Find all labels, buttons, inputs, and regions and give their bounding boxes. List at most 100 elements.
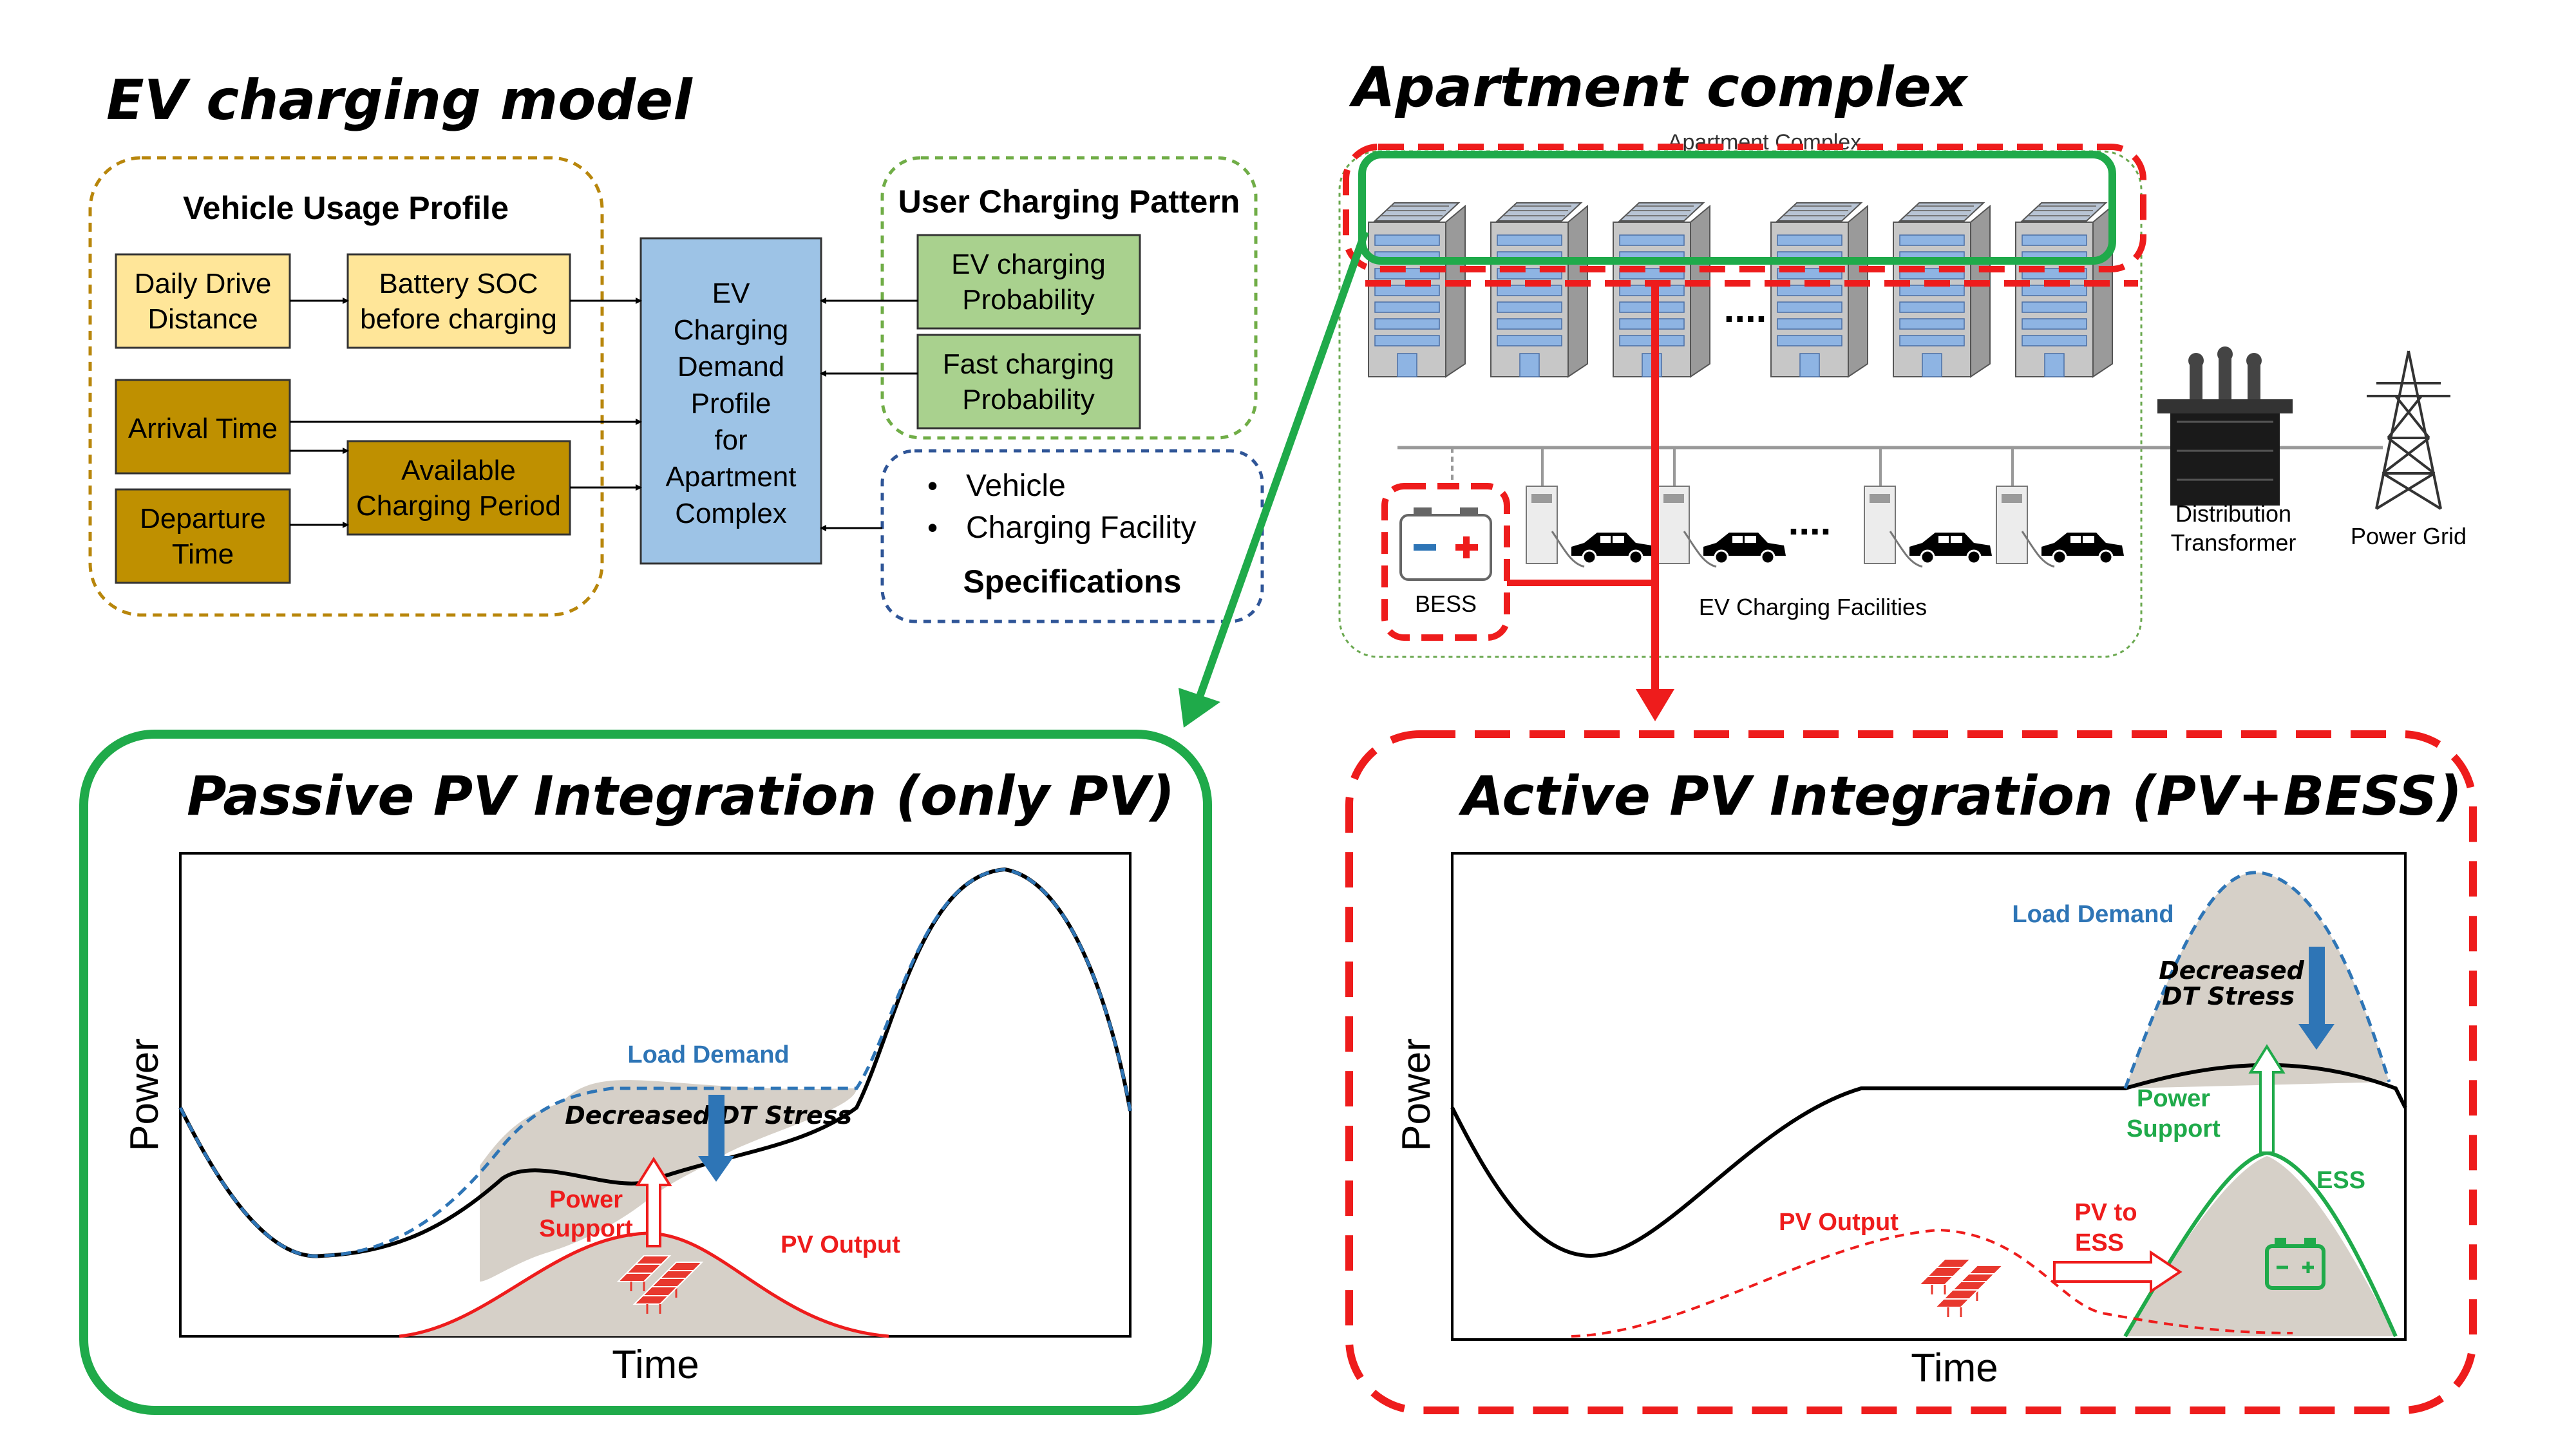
- building-5: [1893, 202, 1991, 377]
- grid-label: Power Grid: [2351, 523, 2467, 549]
- spec-bullet-2: •: [927, 511, 938, 544]
- active-ess-battery-icon: [2265, 1238, 2325, 1290]
- car-4: [2040, 531, 2125, 565]
- active-pv-output-label: PV Output: [1779, 1209, 1899, 1236]
- arrival-time-label: Arrival Time: [128, 413, 278, 444]
- battery-soc-line1: Battery SOC: [379, 268, 538, 299]
- user-pattern-title: User Charging Pattern: [898, 184, 1240, 220]
- specifications-group: [880, 449, 1264, 623]
- available-period-line2: Charging Period: [356, 490, 561, 522]
- active-title: Active PV Integration (PV+BESS): [1458, 764, 2462, 828]
- active-support-arrow: [2248, 1044, 2286, 1154]
- power-tower-icon: [2367, 350, 2450, 510]
- building-2: [1490, 202, 1588, 377]
- fast-charging-prob-box: [916, 334, 1141, 430]
- available-period-line1: Available: [401, 455, 516, 486]
- transformer-line1: Distribution: [2175, 500, 2291, 527]
- bess-label: BESS: [1415, 591, 1477, 617]
- building-ellipsis: ....: [1724, 287, 1767, 330]
- building-6: [2015, 202, 2113, 377]
- active-decreased-label: Decreased: [2159, 956, 2304, 985]
- green-rooftop-highlight: [1358, 151, 2116, 265]
- car-1: [1570, 531, 1655, 565]
- active-power-support-line2: Support: [2126, 1115, 2221, 1142]
- fast-charging-prob-line2: Probability: [962, 384, 1094, 415]
- active-panel: [1345, 730, 2477, 1414]
- departure-time-line1: Departure: [140, 503, 266, 535]
- passive-support-arrow: [635, 1157, 672, 1247]
- daily-drive-line2: Distance: [147, 303, 258, 335]
- battery-soc-box: [346, 253, 571, 349]
- user-pattern-group: [880, 156, 1258, 440]
- ev-charging-prob-line2: Probability: [962, 284, 1094, 316]
- passive-power-support-line2: Support: [539, 1215, 633, 1242]
- red-arrow-head: [1636, 689, 1674, 721]
- vehicle-usage-title: Vehicle Usage Profile: [183, 190, 509, 226]
- active-y-axis-label: Power: [1394, 1038, 1439, 1151]
- building-4: [1770, 202, 1868, 377]
- transformer-line2: Transformer: [2171, 529, 2297, 556]
- car-2: [1702, 531, 1787, 565]
- active-plot-frame: [1451, 852, 2407, 1341]
- spec-title: Specifications: [963, 564, 1182, 600]
- building-3: [1613, 202, 1710, 377]
- complex-label: Apartment Complex: [1668, 130, 1861, 155]
- passive-dt-stress-label: DT Stress: [719, 1101, 852, 1130]
- demand-line6: Apartment: [666, 461, 797, 493]
- active-decrease-arrow: [2298, 947, 2334, 1050]
- apartment-title: Apartment complex: [1349, 55, 1969, 120]
- passive-decreased-label: Decreased: [565, 1101, 710, 1130]
- transformer-icon: [2157, 346, 2293, 506]
- passive-decrease-arrow: [698, 1095, 734, 1182]
- ev-charging-prob-line1: EV charging: [951, 249, 1106, 280]
- departure-time-line2: Time: [172, 538, 234, 570]
- active-ess-label: ESS: [2316, 1167, 2365, 1194]
- passive-load-demand-label: Load Demand: [627, 1041, 789, 1068]
- green-arrow-shaft: [1194, 230, 1369, 704]
- bess-highlight: [1381, 483, 1510, 641]
- active-pv-output-line: [1571, 1228, 2293, 1338]
- spec-item-vehicle: Vehicle: [966, 469, 1066, 503]
- active-dt-stress-label: DT Stress: [2162, 982, 2295, 1010]
- passive-power-support-line1: Power: [549, 1186, 623, 1213]
- daily-drive-line1: Daily Drive: [135, 268, 272, 299]
- building-1: [1368, 202, 1466, 377]
- car-3: [1908, 531, 1993, 565]
- demand-line1: EV: [712, 278, 750, 309]
- active-power-support-line1: Power: [2137, 1085, 2210, 1112]
- charger-ellipsis: ....: [1788, 500, 1832, 543]
- spec-bullet-1: •: [927, 469, 938, 502]
- passive-x-axis-label: Time: [612, 1343, 699, 1387]
- active-load-demand-line: [2123, 871, 2391, 1089]
- battery-icon: [1399, 514, 1492, 581]
- complex-boundary: [1338, 150, 2143, 658]
- fast-charging-prob-line1: Fast charging: [943, 348, 1115, 380]
- active-pv-to-ess-arrow: [2053, 1250, 2183, 1294]
- departure-time-box: [115, 488, 291, 584]
- active-load-demand-label: Load Demand: [2012, 901, 2174, 928]
- passive-load-demand-line: [178, 867, 1132, 1258]
- demand-line2: Charging: [674, 314, 789, 346]
- spec-item-facility: Charging Facility: [966, 511, 1196, 545]
- active-pv-to-ess-line1: PV to: [2074, 1199, 2137, 1226]
- demand-line7: Complex: [675, 498, 787, 529]
- passive-pv-output-label: PV Output: [781, 1231, 900, 1258]
- active-solar-icon: [1918, 1258, 2004, 1318]
- vehicle-usage-group: [88, 156, 604, 617]
- passive-panel: [79, 730, 1212, 1415]
- battery-soc-line2: before charging: [360, 303, 557, 335]
- demand-line3: Demand: [677, 351, 784, 383]
- passive-y-axis-label: Power: [122, 1038, 167, 1151]
- active-pv-to-ess-line2: ESS: [2075, 1229, 2124, 1256]
- passive-chart: Load Demand Decreased DT Stress Power Su…: [122, 852, 1132, 1387]
- ev-model-title: EV charging model: [106, 68, 693, 133]
- green-arrow-head: [1179, 688, 1220, 728]
- arrival-time-box: [115, 379, 291, 475]
- passive-title: Passive PV Integration (only PV): [187, 764, 1175, 828]
- red-rooftop-highlight: [1343, 144, 2146, 272]
- ev-facilities-label: EV Charging Facilities: [1699, 594, 1927, 620]
- demand-line4: Profile: [691, 388, 772, 419]
- ev-charging-prob-box: [916, 234, 1141, 330]
- demand-profile-box: [639, 237, 822, 565]
